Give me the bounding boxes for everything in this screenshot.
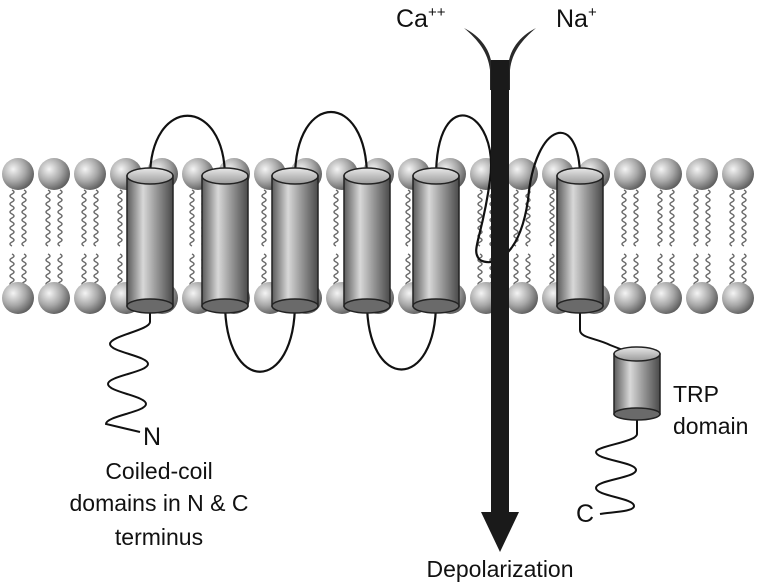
transmembrane-helices <box>126 167 604 314</box>
lipid-head <box>506 282 538 314</box>
lipid-head <box>614 282 646 314</box>
helix-s3 <box>271 167 319 314</box>
helix-s4 <box>343 167 391 314</box>
loop-s3-s4 <box>293 110 369 179</box>
sodium-charge: + <box>588 4 597 21</box>
lipid-head <box>74 282 106 314</box>
lipid-tail <box>9 253 15 287</box>
lipid-head <box>722 158 754 190</box>
lipid-tail <box>93 253 99 287</box>
ion-flux-arrow <box>464 28 536 552</box>
lipid-tail <box>693 189 699 247</box>
lipid-tail <box>45 189 51 247</box>
lipid-tail <box>525 253 531 287</box>
extracellular-loops <box>148 110 582 264</box>
coiled-coil-line-2: domains in N & C <box>70 490 249 516</box>
lipid-tail <box>669 189 675 247</box>
lipid-tail <box>81 253 87 287</box>
lipid-head <box>650 282 682 314</box>
lipid-tail <box>513 253 519 287</box>
pore-loop-left <box>434 114 493 261</box>
lipid-tail <box>621 189 627 247</box>
lipid-tail <box>189 253 195 287</box>
lipid-head <box>722 282 754 314</box>
lipid-head <box>38 282 70 314</box>
helix-s6 <box>556 167 604 314</box>
lipid-head <box>38 158 70 190</box>
lipid-tail <box>621 253 627 287</box>
ion-funnel <box>464 28 536 90</box>
depolarization-label: Depolarization <box>426 556 573 582</box>
lipid-tail <box>657 253 663 287</box>
coiled-coil-line-3: terminus <box>115 524 203 550</box>
lipid-tail <box>741 253 747 287</box>
helix-s1 <box>126 167 174 314</box>
lipid-tail <box>57 253 63 287</box>
lipid-tail <box>405 253 411 287</box>
c-terminal-coil <box>594 415 638 515</box>
trp-domain-caption: TRP domain <box>673 381 748 439</box>
lipid-tail <box>21 189 27 247</box>
calcium-charge: ++ <box>428 4 446 21</box>
lipid-head <box>650 158 682 190</box>
lipid-tail <box>549 253 555 287</box>
n-terminus-label: N <box>143 423 161 451</box>
arrow-shaft <box>491 60 509 520</box>
loop-s2-s3 <box>223 301 297 373</box>
lipid-tail <box>657 189 663 247</box>
lipid-tail <box>21 253 27 287</box>
lipid-head <box>74 158 106 190</box>
lipid-tail <box>705 253 711 287</box>
intracellular-loops <box>223 301 438 373</box>
lipid-tail <box>189 189 195 247</box>
trp-domain-cylinder <box>613 346 661 421</box>
lipid-tail <box>633 253 639 287</box>
lipid-tail <box>333 253 339 287</box>
helix-s5 <box>412 167 460 314</box>
lipid-tail <box>729 189 735 247</box>
lipid-tail <box>525 189 531 247</box>
lipid-tail <box>333 189 339 247</box>
lipid-tail <box>405 189 411 247</box>
lipid-tail <box>741 189 747 247</box>
n-terminal-coil <box>104 302 151 433</box>
lipid-tail <box>549 189 555 247</box>
lipid-head <box>506 158 538 190</box>
calcium-label: Ca++ <box>396 4 446 33</box>
lipid-head <box>686 158 718 190</box>
lipid-tail <box>117 253 123 287</box>
loop-s4-s5 <box>365 301 438 371</box>
lipid-tail <box>693 253 699 287</box>
lipid-tail <box>513 189 519 247</box>
lipid-tail <box>9 189 15 247</box>
coiled-coil-caption: Coiled-coil domains in N & C terminus <box>70 458 249 550</box>
helix-s2 <box>201 167 249 314</box>
lipid-tail <box>633 189 639 247</box>
sodium-label: Na+ <box>556 4 597 33</box>
c-terminus-label: C <box>576 500 594 528</box>
lipid-tail <box>117 189 123 247</box>
c-terminal-linker <box>579 302 629 353</box>
lipid-tail <box>261 189 267 247</box>
lipid-tail <box>57 189 63 247</box>
lipid-head <box>2 158 34 190</box>
lipid-head <box>686 282 718 314</box>
lipid-tail <box>705 189 711 247</box>
lipid-tail <box>81 189 87 247</box>
lipid-tail <box>669 253 675 287</box>
ion-labels: Ca++ Na+ <box>396 4 597 33</box>
lipid-head <box>2 282 34 314</box>
lipid-tail <box>45 253 51 287</box>
lipid-head <box>614 158 646 190</box>
trp-caption-line-1: TRP <box>673 381 719 407</box>
arrow-head <box>481 512 519 552</box>
trp-caption-line-2: domain <box>673 413 748 439</box>
lipid-tail <box>93 189 99 247</box>
coiled-coil-line-1: Coiled-coil <box>105 458 212 484</box>
lipid-tail <box>729 253 735 287</box>
loop-s1-s2 <box>148 114 227 179</box>
lipid-tail <box>261 253 267 287</box>
